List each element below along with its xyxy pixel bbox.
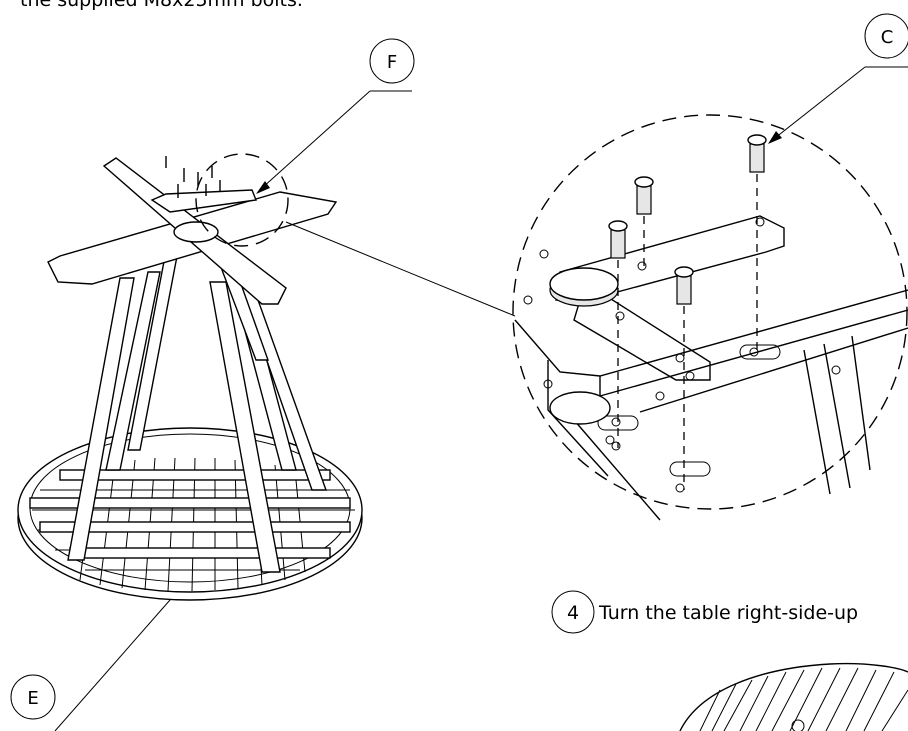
- step-instruction: Turn the table right-side-up: [598, 602, 858, 624]
- table-legs: [67, 229, 327, 573]
- detail-holes: [523, 217, 841, 493]
- callout-e-circle: [10, 674, 56, 720]
- alignment-lines: [617, 174, 758, 490]
- detail-circle: [512, 114, 908, 510]
- detail-indicator-circle: [195, 153, 289, 247]
- detail-bolts: [608, 134, 767, 305]
- callout-f: F: [256, 38, 415, 194]
- step-number: 4: [567, 602, 579, 624]
- callout-e: E: [10, 584, 183, 731]
- callout-c-letter: C: [881, 27, 894, 48]
- step-number-circle: [551, 590, 595, 634]
- callout-e-leader: [54, 591, 178, 731]
- callout-f-leader: [261, 90, 371, 189]
- table-assembly-illustration: [17, 153, 516, 601]
- callout-e-letter: E: [27, 688, 38, 709]
- step-4-preview: [679, 662, 908, 731]
- step-4: 4 Turn the table right-side-up: [551, 590, 858, 634]
- callout-f-letter: F: [387, 52, 397, 73]
- callout-f-circle: [369, 38, 415, 84]
- callout-c-leader: [774, 66, 866, 139]
- bolts-small: [165, 156, 221, 198]
- detail-enlargement: [512, 114, 908, 521]
- callout-c-circle: [864, 13, 908, 59]
- callout-f-arrowhead: [256, 181, 270, 194]
- detail-leader: [285, 221, 516, 317]
- header-instruction-text: the supplied M8x25mm bolts.: [20, 0, 303, 11]
- callout-c-arrowhead: [768, 131, 782, 144]
- callout-c: C: [768, 13, 908, 144]
